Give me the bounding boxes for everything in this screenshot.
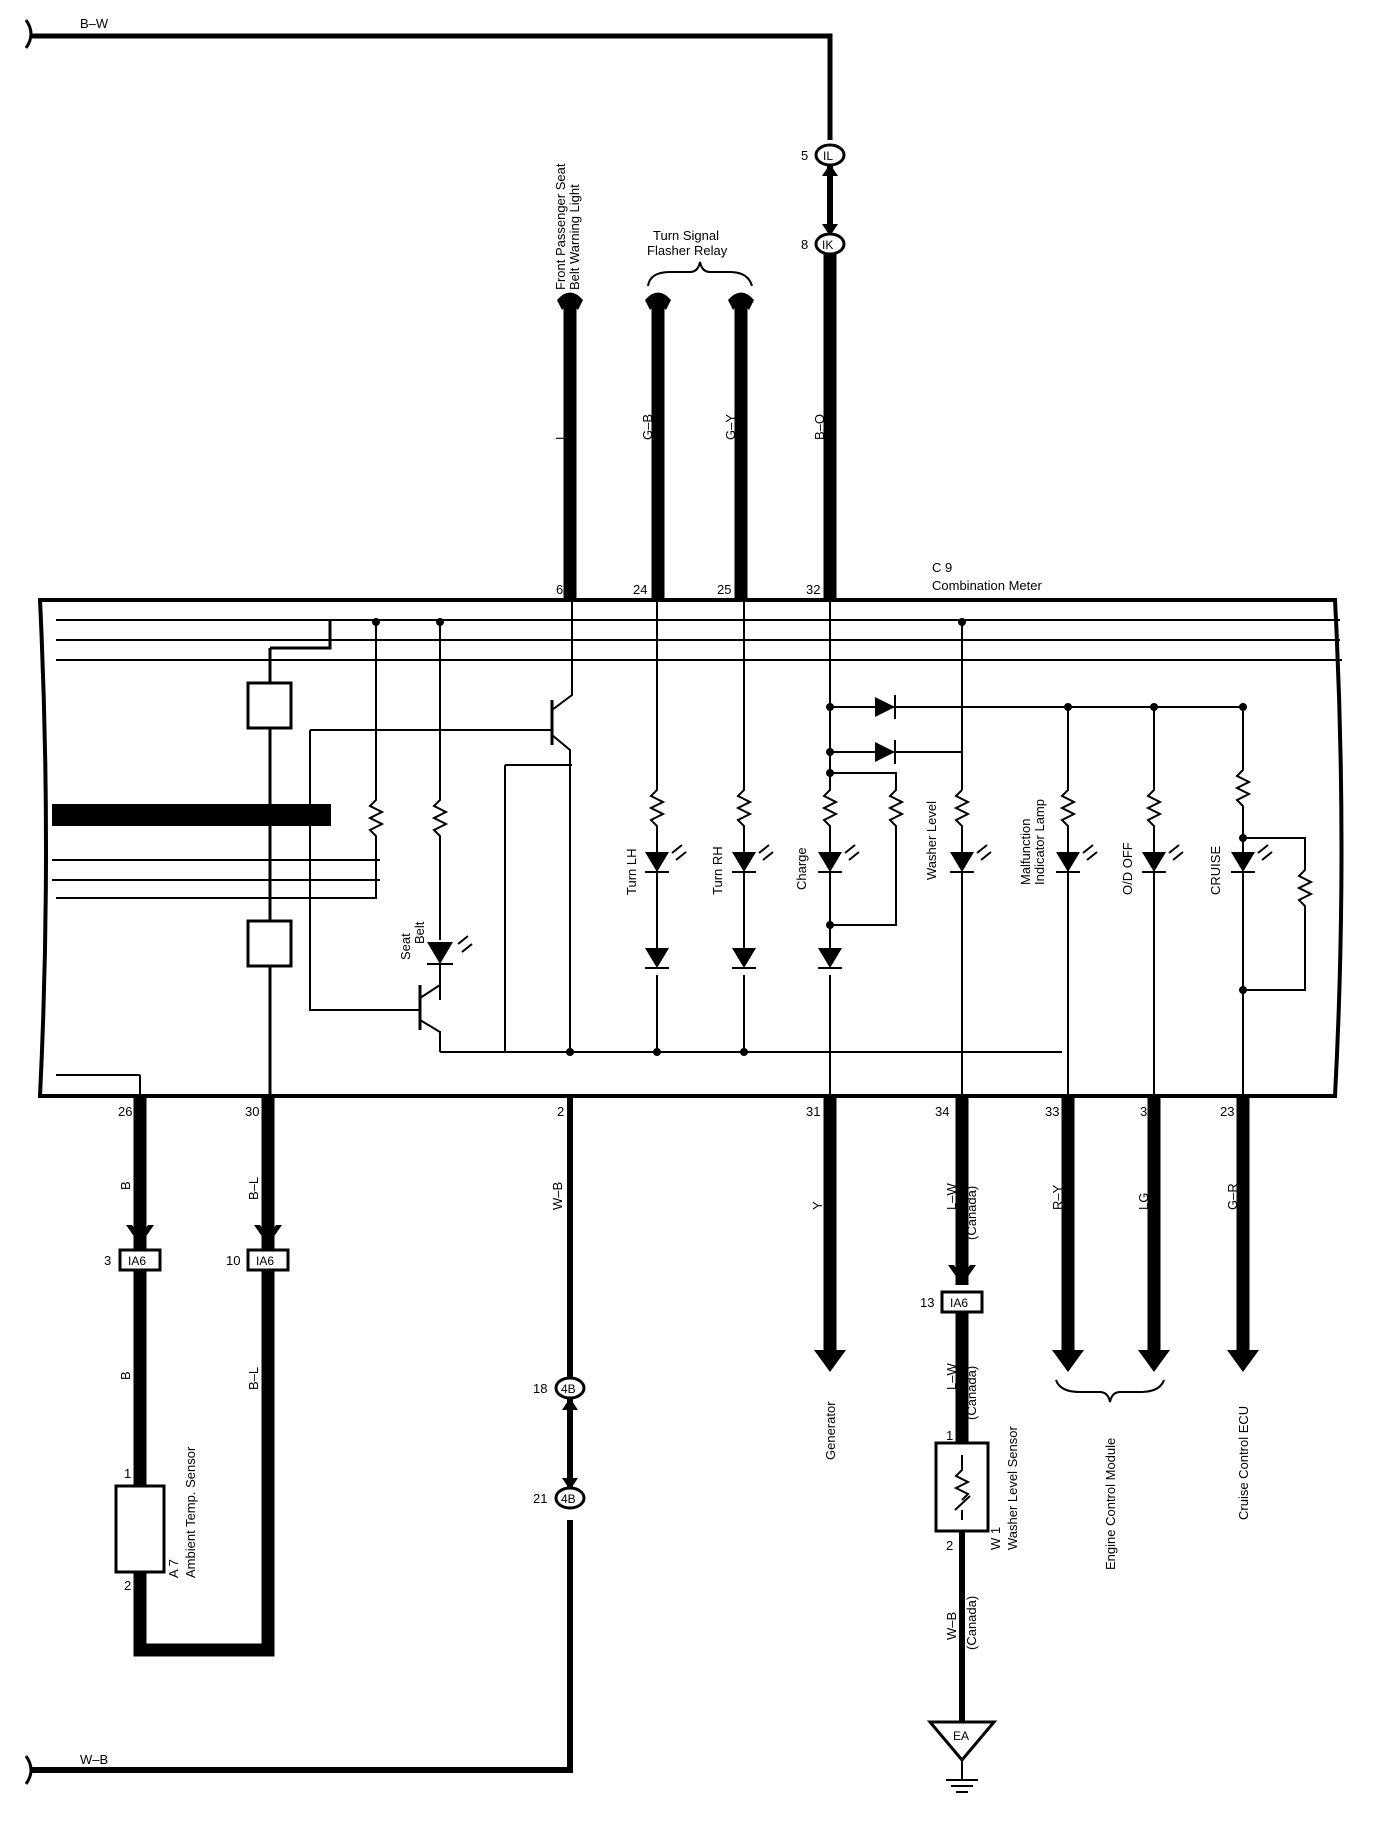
svg-text:IK: IK bbox=[822, 238, 833, 252]
svg-text:(Canada): (Canada) bbox=[964, 1596, 979, 1650]
svg-text:Cruise Control ECU: Cruise Control ECU bbox=[1236, 1406, 1251, 1520]
bottom-wire-label: W–B bbox=[80, 1752, 108, 1767]
svg-text:32: 32 bbox=[806, 582, 820, 597]
svg-text:B–O: B–O bbox=[812, 414, 827, 440]
seat-belt-lamp-label: SeatBelt bbox=[398, 921, 427, 960]
svg-text:MalfunctionIndicator Lamp: MalfunctionIndicator Lamp bbox=[1018, 799, 1047, 885]
svg-text:W–B: W–B bbox=[944, 1612, 959, 1640]
seat-belt-light-label: Front Passenger Seat Belt Warning Light bbox=[553, 160, 582, 290]
svg-text:Ambient Temp. Sensor: Ambient Temp. Sensor bbox=[183, 1446, 198, 1578]
svg-text:21: 21 bbox=[533, 1491, 547, 1506]
svg-text:G–B: G–B bbox=[640, 414, 655, 440]
svg-text:G–R: G–R bbox=[1225, 1183, 1240, 1210]
svg-text:13: 13 bbox=[920, 1295, 934, 1310]
svg-text:Turn LH: Turn LH bbox=[624, 849, 639, 895]
svg-text:Generator: Generator bbox=[823, 1401, 838, 1460]
svg-text:25: 25 bbox=[717, 582, 731, 597]
combination-meter-box bbox=[37, 598, 1344, 1098]
connector-ik: IK 8 bbox=[801, 232, 846, 256]
svg-text:Flasher Relay: Flasher Relay bbox=[647, 243, 728, 258]
left-relays bbox=[56, 620, 332, 1096]
top-wires: L G–B G–Y B–O 6 24 25 32 bbox=[553, 254, 837, 600]
connector-il: IL 5 bbox=[801, 143, 846, 167]
svg-text:31: 31 bbox=[806, 1104, 820, 1119]
svg-text:B–L: B–L bbox=[246, 1177, 261, 1200]
svg-text:Combination Meter: Combination Meter bbox=[932, 578, 1042, 593]
svg-text:4B: 4B bbox=[561, 1492, 576, 1506]
svg-text:34: 34 bbox=[935, 1104, 949, 1119]
svg-text:10: 10 bbox=[226, 1253, 240, 1268]
svg-text:3: 3 bbox=[104, 1253, 111, 1268]
bottom-pins: 26 30 2 31 34 33 3 23 bbox=[118, 1104, 1234, 1119]
svg-text:2: 2 bbox=[124, 1578, 131, 1593]
svg-text:5: 5 bbox=[801, 148, 808, 163]
svg-text:IA6: IA6 bbox=[950, 1296, 968, 1310]
svg-text:30: 30 bbox=[245, 1104, 259, 1119]
svg-text:Turn Signal: Turn Signal bbox=[653, 228, 719, 243]
svg-text:C 9: C 9 bbox=[932, 560, 952, 575]
svg-text:Washer Level Sensor: Washer Level Sensor bbox=[1005, 1426, 1020, 1550]
svg-text:W 1: W 1 bbox=[988, 1527, 1003, 1550]
left-resistors: SeatBelt bbox=[56, 618, 473, 1000]
svg-text:6: 6 bbox=[556, 582, 563, 597]
turn-relay-label: Turn Signal Flasher Relay bbox=[647, 228, 753, 287]
svg-text:B–L: B–L bbox=[246, 1367, 261, 1390]
combination-meter-label: C 9 Combination Meter bbox=[932, 560, 1042, 593]
svg-text:2: 2 bbox=[557, 1104, 564, 1119]
svg-text:Washer Level: Washer Level bbox=[924, 801, 939, 880]
svg-text:4B: 4B bbox=[561, 1382, 576, 1396]
svg-text:Y: Y bbox=[810, 1201, 825, 1210]
svg-text:EA: EA bbox=[953, 1729, 969, 1743]
4b-connectors: 4B 18 4B 21 bbox=[533, 1376, 586, 1510]
svg-text:(Canada): (Canada) bbox=[964, 1186, 979, 1240]
ia6-connectors: IA6 3 IA6 10 IA6 13 bbox=[104, 1248, 984, 1314]
bottom-wires: B B–L W–B W–B Y L–W (Canada) R–Y LG G–R bbox=[24, 1098, 1259, 1785]
svg-text:24: 24 bbox=[633, 582, 647, 597]
svg-text:B: B bbox=[118, 1181, 133, 1190]
top-bw-wire: B–W bbox=[24, 16, 833, 140]
svg-text:LG: LG bbox=[1136, 1193, 1151, 1210]
svg-text:Charge: Charge bbox=[794, 847, 809, 890]
svg-text:L–W: L–W bbox=[944, 1363, 959, 1390]
ambient-temp-sensor: 1 2 A 7 Ambient Temp. Sensor bbox=[114, 1446, 198, 1593]
destination-labels: Generator Engine Control Module Cruise C… bbox=[823, 1379, 1251, 1570]
svg-text:IA6: IA6 bbox=[128, 1254, 146, 1268]
svg-text:O/D OFF: O/D OFF bbox=[1120, 842, 1135, 895]
svg-text:R–Y: R–Y bbox=[1050, 1184, 1065, 1210]
svg-text:8: 8 bbox=[801, 237, 808, 252]
washer-level-sensor: L–W (Canada) 1 2 W 1 Washer Level Sensor… bbox=[926, 1312, 1020, 1793]
svg-text:18: 18 bbox=[533, 1381, 547, 1396]
svg-text:1: 1 bbox=[946, 1428, 953, 1443]
right-lamps: Washer Level MalfunctionIndicator Lamp O… bbox=[924, 703, 1314, 1096]
svg-text:L: L bbox=[553, 433, 568, 440]
svg-text:IA6: IA6 bbox=[256, 1254, 274, 1268]
svg-text:2: 2 bbox=[946, 1538, 953, 1553]
svg-text:3: 3 bbox=[1140, 1104, 1147, 1119]
svg-text:23: 23 bbox=[1220, 1104, 1234, 1119]
svg-text:33: 33 bbox=[1045, 1104, 1059, 1119]
svg-text:L–W: L–W bbox=[944, 1183, 959, 1210]
svg-text:CRUISE: CRUISE bbox=[1208, 846, 1223, 895]
svg-text:IL: IL bbox=[823, 149, 833, 163]
svg-text:1: 1 bbox=[124, 1466, 131, 1481]
lamp-branches: Turn LH Turn RH Charge bbox=[624, 600, 1245, 1096]
svg-text:(Canada): (Canada) bbox=[964, 1366, 979, 1420]
svg-text:Engine Control Module: Engine Control Module bbox=[1103, 1438, 1118, 1570]
top-wire-label: B–W bbox=[80, 16, 109, 31]
svg-text:Turn RH: Turn RH bbox=[710, 846, 725, 895]
svg-text:A 7: A 7 bbox=[166, 1559, 181, 1578]
transistors bbox=[309, 600, 1062, 1056]
svg-text:26: 26 bbox=[118, 1104, 132, 1119]
svg-text:W–B: W–B bbox=[550, 1182, 565, 1210]
svg-text:G–Y: G–Y bbox=[723, 414, 738, 440]
svg-text:B: B bbox=[118, 1371, 133, 1380]
